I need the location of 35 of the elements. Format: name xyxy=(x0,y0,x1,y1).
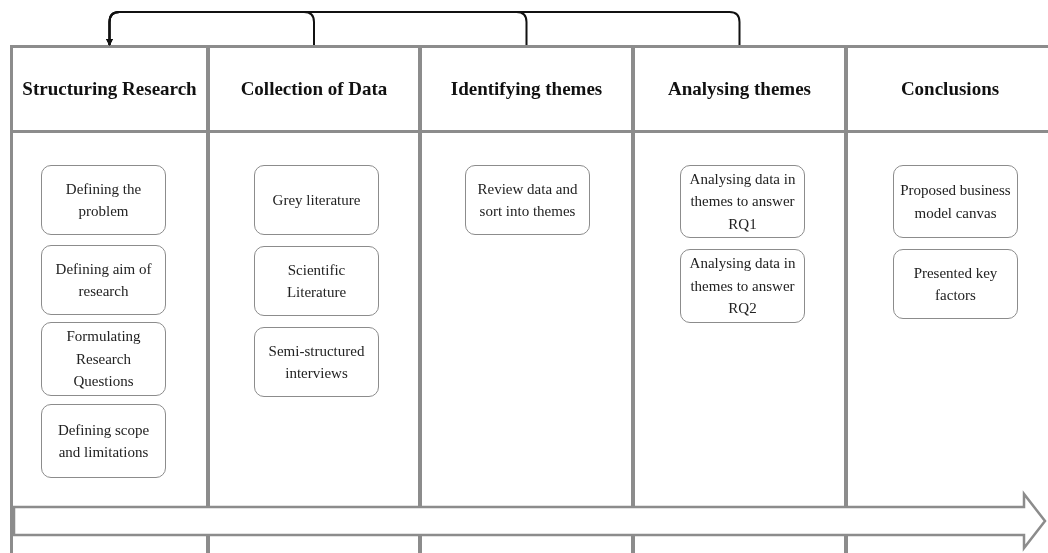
stage-heading: Structuring Research xyxy=(22,76,197,101)
task-box xyxy=(680,165,805,238)
task-text: Analysing data in themes to answer RQ2 xyxy=(688,254,797,319)
task-text: Grey literature xyxy=(272,190,361,210)
task-box xyxy=(41,165,166,235)
task-box xyxy=(893,165,1018,238)
task-box xyxy=(254,165,379,235)
stage-heading: Identifying themes xyxy=(450,76,603,101)
task-text: Defining the problem xyxy=(64,179,143,221)
task-text: Semi-structured interviews xyxy=(267,341,366,383)
stage-column xyxy=(419,45,634,553)
task-box xyxy=(254,327,379,397)
task-box xyxy=(680,249,805,323)
stage-heading: Collection of Data xyxy=(240,76,388,101)
task-text: Presented key factors xyxy=(912,263,999,305)
task-box xyxy=(41,322,166,396)
task-box xyxy=(41,245,166,315)
task-text: Analysing data in themes to answer RQ1 xyxy=(688,169,797,234)
stage-column xyxy=(845,45,1048,553)
stage-heading: Conclusions xyxy=(900,76,1000,101)
stage-heading: Analysing themes xyxy=(667,76,811,101)
task-text: Defining aim of research xyxy=(54,259,153,301)
stage-column xyxy=(10,45,209,553)
feedback-arrow xyxy=(106,11,741,46)
task-text: Review data and sort into themes xyxy=(476,179,579,221)
task-box xyxy=(465,165,590,235)
task-text: Formulating Research Questions xyxy=(65,327,142,392)
task-text: Scientific Literature xyxy=(285,260,348,302)
task-text: Proposed business model canvas xyxy=(899,181,1012,223)
task-box xyxy=(254,246,379,316)
task-text: Defining scope and limitations xyxy=(56,420,151,462)
task-box xyxy=(41,404,166,478)
task-box xyxy=(893,249,1018,319)
stage-column xyxy=(632,45,847,553)
stage-column xyxy=(207,45,421,553)
